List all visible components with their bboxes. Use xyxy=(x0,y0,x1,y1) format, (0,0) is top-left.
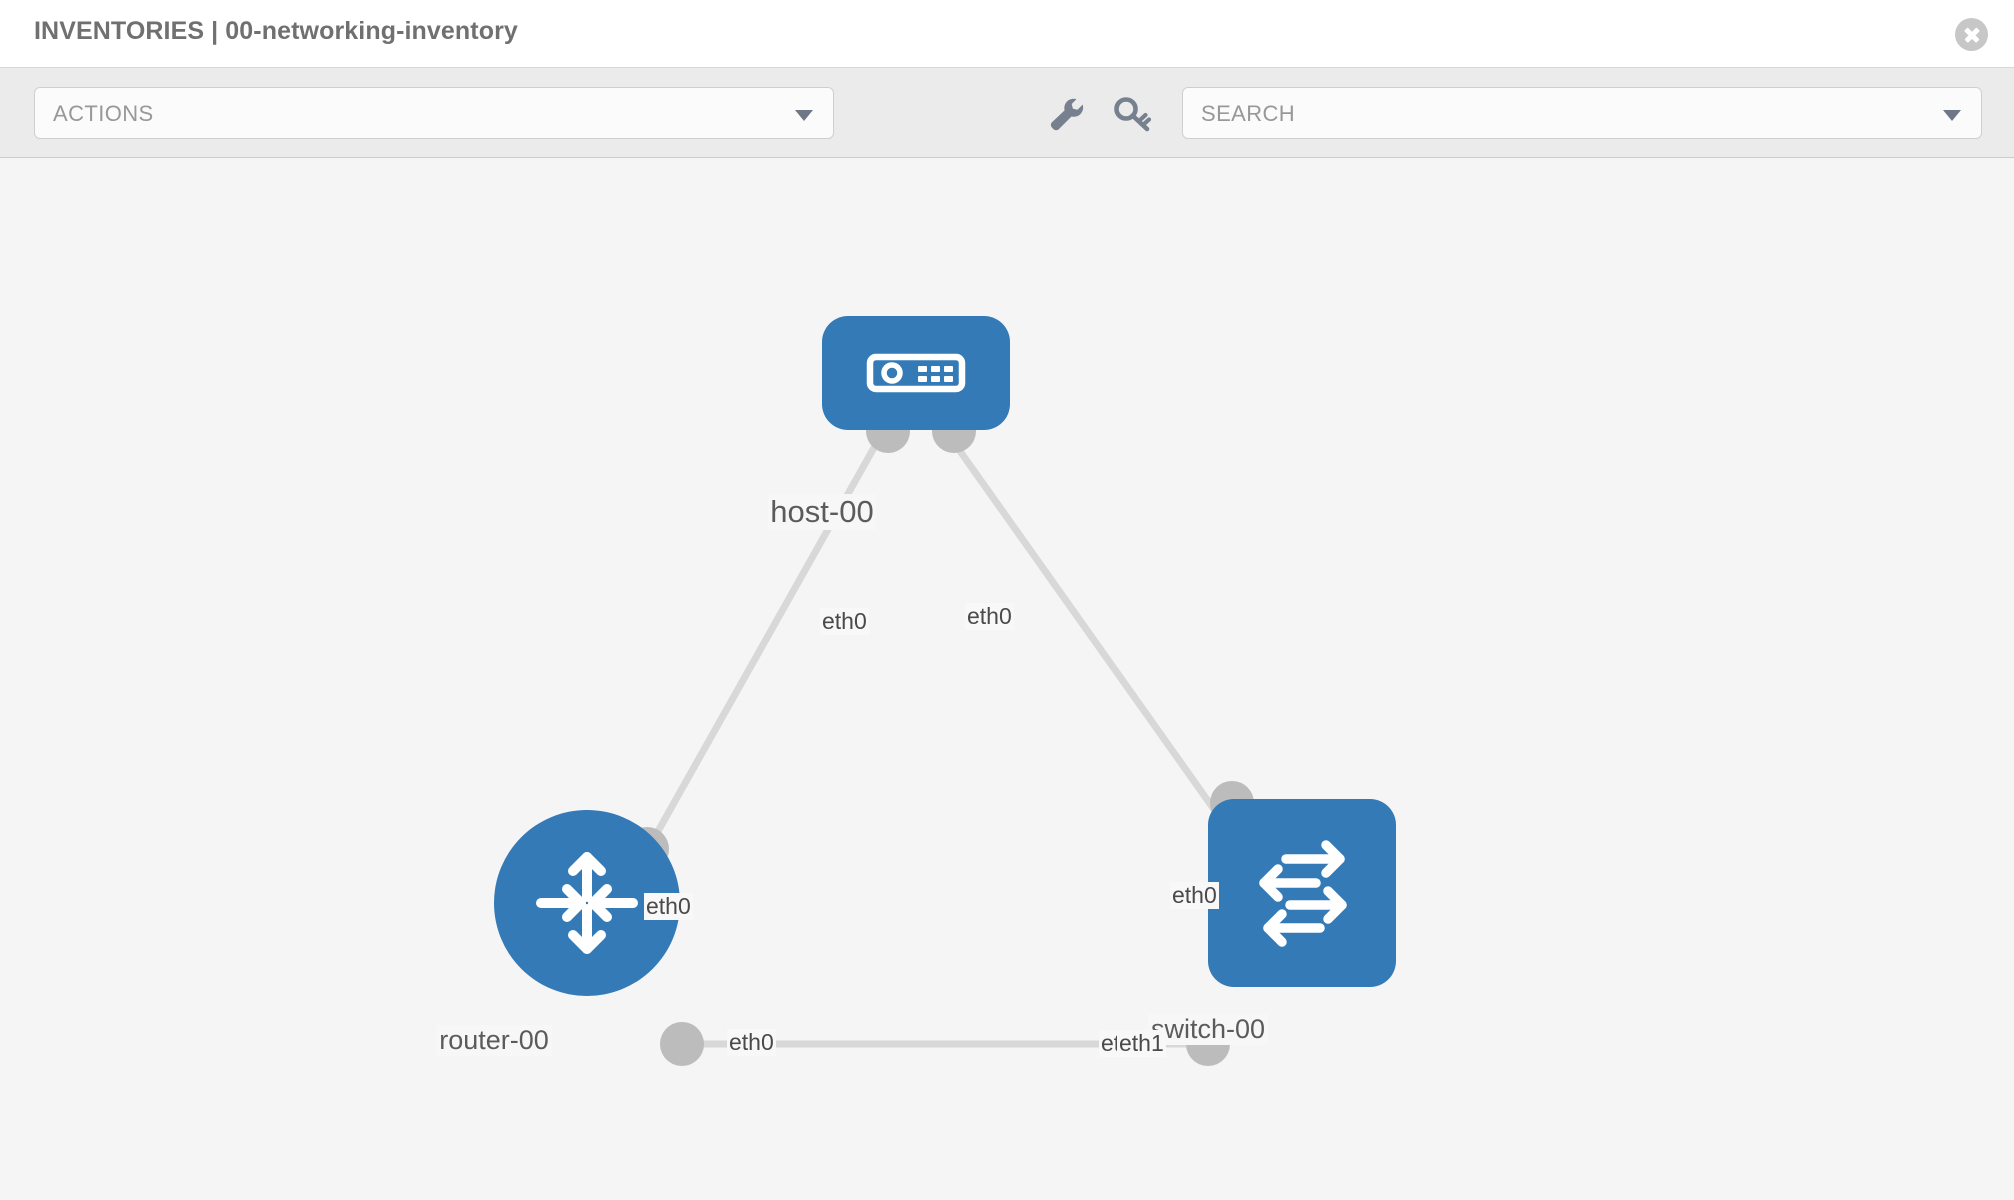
search-input[interactable]: SEARCH xyxy=(1201,101,1296,126)
edge-label-host-right: eth0 xyxy=(965,603,1014,630)
node-label-host-00: host-00 xyxy=(767,494,877,530)
switch-icon xyxy=(1259,840,1347,947)
server-icon xyxy=(866,353,966,393)
toolbar: ACTIONS SEARCH xyxy=(0,68,2014,158)
edge-label-switch-up: eth0 xyxy=(1170,882,1219,909)
router-icon xyxy=(536,852,638,954)
close-icon[interactable] xyxy=(1955,18,1988,51)
nub-router-right xyxy=(660,1022,704,1066)
search-dropdown[interactable]: SEARCH xyxy=(1182,87,1982,139)
node-label-router-00: router-00 xyxy=(436,1025,552,1056)
page-header: INVENTORIES | 00-networking-inventory xyxy=(0,0,2014,68)
page-title: INVENTORIES | 00-networking-inventory xyxy=(34,17,518,45)
edge-label-switch-left: eth1 xyxy=(1117,1030,1166,1057)
chevron-down-icon xyxy=(795,110,813,121)
link-host-switch xyxy=(946,433,1239,843)
topology-links xyxy=(644,433,1239,1048)
edge-label-host-left: eth0 xyxy=(820,608,869,635)
edge-label-router-up: eth0 xyxy=(644,893,693,920)
key-icon[interactable] xyxy=(1114,96,1154,134)
actions-dropdown-label: ACTIONS xyxy=(53,101,154,126)
edge-label-router-right: eth0 xyxy=(727,1029,776,1056)
router-node-shape xyxy=(494,810,680,996)
switch-node-shape xyxy=(1208,799,1396,987)
host-node-shape xyxy=(822,316,1010,430)
chevron-down-icon xyxy=(1943,110,1961,121)
topology-canvas[interactable]: host-00 xyxy=(0,159,2014,1200)
wrench-icon[interactable] xyxy=(1046,96,1086,134)
node-label-switch-00: switch-00 xyxy=(1147,1014,1269,1045)
actions-dropdown[interactable]: ACTIONS xyxy=(34,87,834,139)
